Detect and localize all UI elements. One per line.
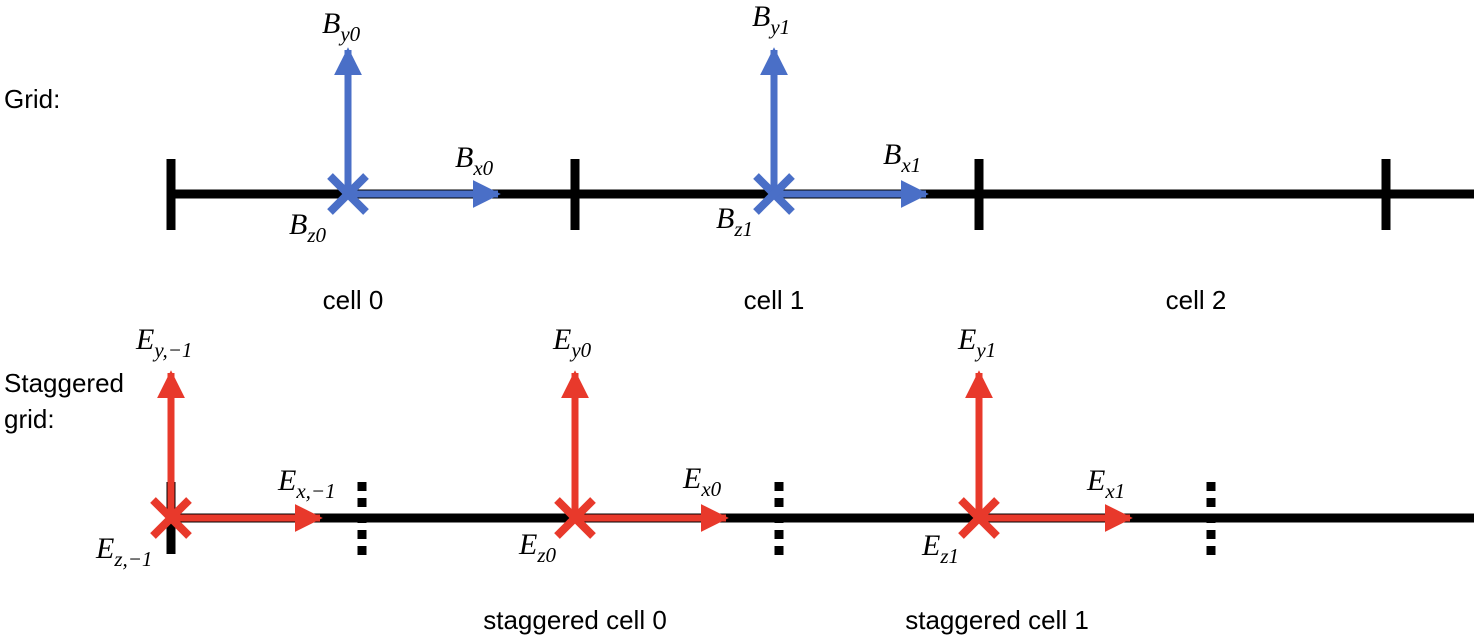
cell-label-1: cell 1 [744,285,805,315]
cell-label-2: cell 2 [1166,285,1227,315]
ex1-label: Ex1 [1086,464,1125,503]
staggered-cell-label-1: staggered cell 1 [905,605,1089,635]
ez-m1-label: Ez,−1 [95,532,152,571]
staggered-title-line2: grid: [4,404,55,434]
bz0-cross-icon [327,173,369,215]
grid-section: Grid: By0 Bx0 Bz0 By1 Bx1 [4,0,1474,315]
by0-label: By0 [322,7,361,46]
bz1-cross-icon [753,173,795,215]
ey-m1-label: Ey,−1 [135,323,192,362]
ey0-label: Ey0 [552,323,592,362]
ez0-cross-icon [554,497,596,539]
ey1-label: Ey1 [957,323,996,362]
ex-m1-label: Ex,−1 [277,464,336,503]
by1-label: By1 [752,0,790,39]
b-vector-group-0: By0 Bx0 Bz0 [289,7,501,247]
staggered-cell-label-0: staggered cell 0 [483,605,667,635]
bz0-label: Bz0 [289,208,327,247]
e-vector-group-m1: Ey,−1 Ex,−1 Ez,−1 [95,323,336,571]
ez-m1-cross-icon [150,497,192,539]
bx0-label: Bx0 [455,141,494,180]
bz1-label: Bz1 [716,202,753,241]
ex0-label: Ex0 [682,462,722,501]
ez0-label: Ez0 [518,528,557,567]
cell-label-0: cell 0 [323,285,384,315]
e-vector-group-1: Ey1 Ex1 Ez1 [921,323,1133,568]
grid-title: Grid: [4,84,60,114]
staggered-section: Staggered grid: Ey,−1 Ex,−1 Ez,−1 [4,323,1474,635]
bx1-label: Bx1 [883,138,921,177]
ez1-label: Ez1 [921,529,959,568]
b-vector-group-1: By1 Bx1 Bz1 [716,0,929,241]
staggered-title-line1: Staggered [4,368,124,398]
ez1-cross-icon [958,497,1000,539]
e-vector-group-0: Ey0 Ex0 Ez0 [518,323,729,567]
